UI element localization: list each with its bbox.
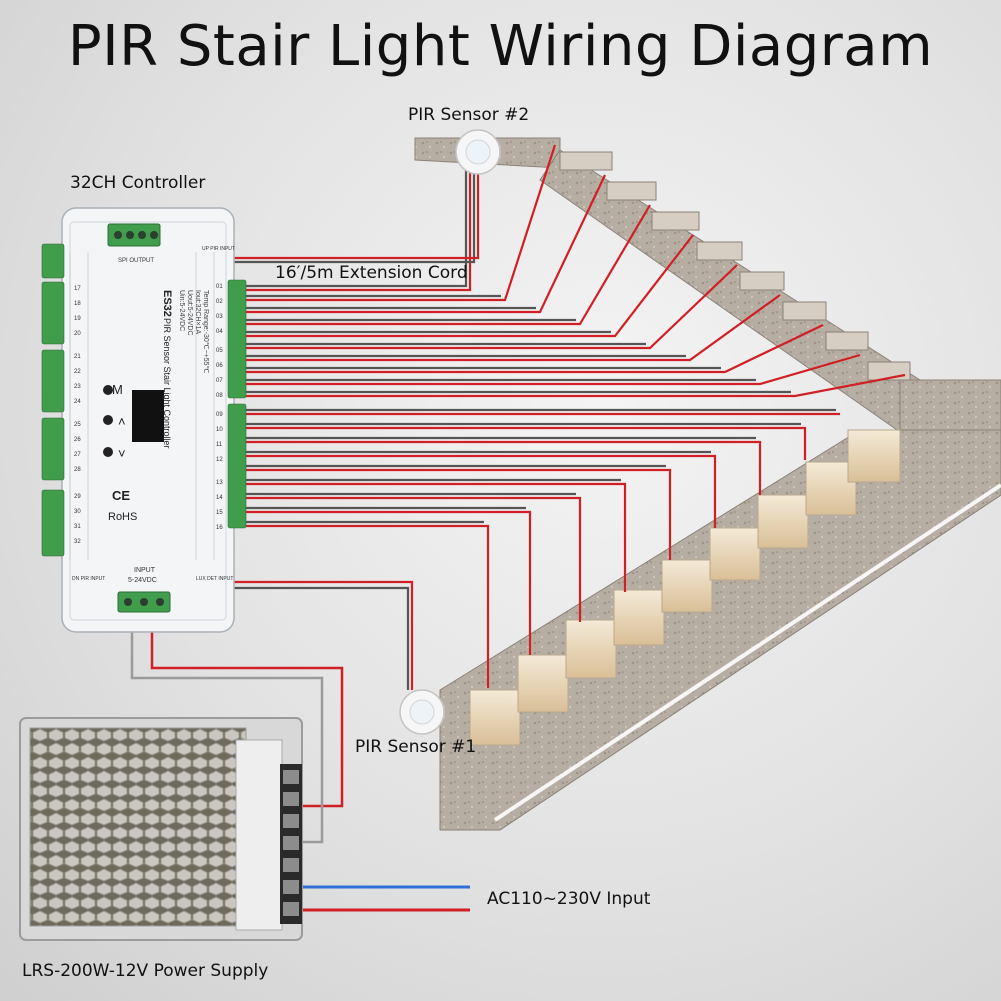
controller-spec-1: Uin:5-24VDC (178, 290, 185, 331)
dn-pir-label: DN PIR INPUT (72, 576, 105, 582)
controller-spec-3: Iout:32CH×1A (194, 290, 201, 334)
ce-mark: CE (112, 488, 130, 503)
channel-label: 30 (74, 509, 81, 515)
button-up-label: ˄ (118, 414, 126, 429)
controller-unit (41, 207, 247, 633)
channel-label: 19 (74, 316, 81, 322)
channel-label: 25 (74, 422, 81, 428)
controller-name: PIR Sensor Stair Light Controller (162, 318, 172, 449)
channel-label: 12 (216, 457, 223, 463)
channel-label: 18 (74, 301, 81, 307)
pir-sensor-2-label: PIR Sensor #2 (408, 105, 530, 125)
channel-label: 16 (216, 525, 223, 531)
channel-label: 23 (74, 384, 81, 390)
channel-label: 08 (216, 393, 223, 399)
upper-staircase (414, 137, 1001, 433)
channel-label: 10 (216, 427, 223, 433)
controller-spec-4: Temp Range:-30℃~+55℃ (202, 290, 209, 374)
up-pir-label: UP PIR INPUT (202, 246, 235, 252)
lower-staircase (439, 429, 1001, 831)
channel-label: 26 (74, 437, 81, 443)
pir-sensor-2 (455, 129, 501, 175)
channel-label: 21 (74, 354, 81, 360)
channel-label: 28 (74, 467, 81, 473)
channel-label: 01 (216, 284, 223, 290)
controller-label: 32CH Controller (70, 173, 206, 193)
channel-label: 03 (216, 314, 223, 320)
channel-label: 29 (74, 494, 81, 500)
channel-label: 32 (74, 539, 81, 545)
power-supply-label: LRS-200W-12V Power Supply (22, 961, 269, 981)
channel-label: 05 (216, 348, 223, 354)
rohs-mark: RoHS (108, 511, 137, 523)
channel-label: 22 (74, 369, 81, 375)
channel-label: 27 (74, 452, 81, 458)
channel-wires (232, 144, 906, 690)
button-down-label: ˅ (118, 446, 126, 461)
controller-spec-2: Uout:5-24VDC (186, 290, 193, 336)
lux-det-label: LUX DET INPUT (196, 576, 233, 582)
left-channel-labels: 17 18 19 20 21 22 23 24 25 26 27 28 29 3… (74, 286, 81, 545)
channel-label: 04 (216, 329, 223, 335)
channel-label: 02 (216, 299, 223, 305)
spi-output-label: SPI OUTPUT (118, 258, 154, 264)
extension-cord-label: 16′/5m Extension Cord (275, 263, 468, 283)
input-label: INPUT (134, 567, 156, 574)
channel-label: 06 (216, 363, 223, 369)
pir-sensor-1-label: PIR Sensor #1 (355, 737, 477, 757)
channel-label: 17 (74, 286, 81, 292)
right-channel-labels: 01 02 03 04 05 06 07 08 09 10 11 12 13 1… (216, 284, 223, 531)
channel-label: 24 (74, 399, 81, 405)
input-voltage: 5-24VDC (128, 577, 157, 584)
pir-sensor-1 (399, 689, 445, 735)
channel-label: 20 (74, 331, 81, 337)
channel-label: 31 (74, 524, 81, 530)
power-wires (130, 605, 470, 912)
ac-input-label: AC110~230V Input (487, 889, 651, 909)
channel-label: 07 (216, 378, 223, 384)
button-m-label: M (112, 382, 123, 397)
channel-label: 11 (216, 442, 223, 448)
channel-label: 13 (216, 480, 223, 486)
channel-label: 14 (216, 495, 223, 501)
channel-label: 15 (216, 510, 223, 516)
power-supply-unit (19, 717, 303, 941)
page-title: PIR Stair Light Wiring Diagram (67, 14, 934, 79)
controller-model: ES32 (161, 290, 173, 317)
channel-label: 09 (216, 412, 223, 418)
